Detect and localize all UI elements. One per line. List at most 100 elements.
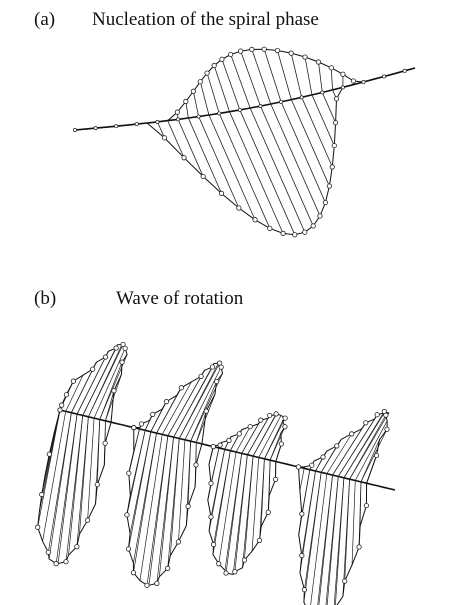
director-tip bbox=[102, 440, 108, 446]
director-tip bbox=[175, 539, 182, 545]
director-tip bbox=[333, 96, 340, 102]
director-tip bbox=[228, 51, 234, 58]
lobe-envelope-up bbox=[298, 410, 390, 484]
director-tip bbox=[124, 512, 130, 518]
director-line bbox=[235, 426, 251, 453]
axis-node bbox=[93, 126, 98, 131]
director-tip bbox=[198, 373, 204, 379]
director-line bbox=[321, 92, 336, 123]
director-tip bbox=[249, 46, 255, 53]
director-line bbox=[213, 65, 230, 112]
axis-node bbox=[299, 95, 304, 100]
lobe-envelope-up bbox=[59, 343, 128, 423]
director-line bbox=[241, 419, 261, 454]
panel-a-label: (a) bbox=[34, 9, 56, 30]
director-tip bbox=[94, 481, 100, 488]
director-tip bbox=[349, 431, 355, 437]
director-tip bbox=[35, 524, 41, 530]
director-tip bbox=[326, 183, 332, 189]
panel-a-title: Nucleation of the spiral phase bbox=[92, 9, 319, 30]
lobe-envelope-up bbox=[133, 362, 224, 444]
director-line bbox=[65, 375, 84, 412]
director-tip bbox=[226, 437, 232, 443]
director-tip bbox=[122, 345, 128, 351]
director-line bbox=[349, 414, 387, 480]
director-tip bbox=[363, 420, 369, 426]
axis-node bbox=[237, 107, 242, 112]
director-tip bbox=[45, 549, 51, 555]
panel-b-label: (b) bbox=[34, 288, 57, 309]
director-tip bbox=[328, 65, 334, 71]
director-line bbox=[290, 99, 330, 187]
director-tip bbox=[256, 537, 263, 544]
director-tip bbox=[280, 230, 286, 236]
director-line bbox=[133, 432, 157, 573]
director-tip bbox=[217, 442, 223, 448]
director-line bbox=[159, 437, 174, 577]
director-line bbox=[280, 101, 326, 203]
director-line bbox=[354, 420, 388, 481]
director-line bbox=[177, 119, 204, 177]
director-tip bbox=[317, 213, 323, 219]
director-line bbox=[212, 450, 231, 555]
director-tip bbox=[39, 491, 45, 498]
director-tip bbox=[216, 561, 222, 567]
director-line bbox=[318, 61, 323, 93]
director-tip bbox=[119, 359, 125, 365]
director-tip bbox=[185, 503, 191, 509]
director-tip bbox=[70, 378, 77, 384]
director-tip bbox=[193, 462, 199, 468]
director-line bbox=[76, 351, 109, 415]
director-tip bbox=[274, 47, 281, 54]
director-line bbox=[251, 49, 272, 105]
director-tip bbox=[125, 546, 132, 552]
director-tip bbox=[384, 426, 390, 432]
director-tip bbox=[302, 229, 308, 235]
director-tip bbox=[120, 341, 126, 348]
director-tip bbox=[218, 364, 224, 370]
director-line bbox=[218, 113, 271, 229]
director-line bbox=[221, 59, 241, 111]
director-tip bbox=[363, 502, 369, 509]
director-tip bbox=[299, 552, 305, 559]
director-tip bbox=[309, 462, 315, 468]
director-line bbox=[184, 366, 222, 440]
director-tip bbox=[282, 424, 288, 430]
spiral-nucleation-diagram bbox=[73, 46, 416, 238]
axis-node bbox=[279, 99, 284, 104]
director-line bbox=[88, 344, 123, 417]
director-line bbox=[199, 81, 210, 116]
director-tip bbox=[320, 454, 326, 460]
axis-node bbox=[361, 80, 366, 84]
director-line bbox=[239, 109, 296, 235]
director-tip bbox=[144, 582, 150, 588]
panel-b-title: Wave of rotation bbox=[116, 288, 244, 309]
director-line bbox=[48, 412, 72, 560]
director-tip bbox=[84, 517, 91, 523]
director-line bbox=[178, 363, 219, 439]
director-tip bbox=[334, 443, 340, 449]
axis-node bbox=[155, 119, 160, 124]
director-line bbox=[225, 453, 243, 574]
lobe-envelope-up bbox=[212, 413, 286, 462]
director-line bbox=[310, 473, 328, 605]
director-line bbox=[218, 451, 237, 564]
director-tip bbox=[197, 79, 203, 85]
director-tip bbox=[247, 424, 253, 430]
director-line bbox=[359, 481, 362, 527]
director-tip bbox=[126, 470, 132, 476]
director-line bbox=[128, 431, 152, 550]
director-tip bbox=[161, 135, 168, 141]
director-line bbox=[139, 434, 163, 581]
director-tip bbox=[383, 412, 389, 418]
director-line bbox=[87, 418, 95, 521]
axis-node bbox=[114, 124, 119, 129]
director-tip bbox=[356, 544, 362, 550]
director-line bbox=[167, 370, 205, 436]
director-line bbox=[173, 363, 215, 438]
lower-envelope bbox=[74, 67, 416, 236]
director-line bbox=[187, 117, 222, 194]
director-tip bbox=[203, 408, 209, 414]
director-tip bbox=[174, 109, 180, 115]
director-line bbox=[260, 458, 265, 527]
